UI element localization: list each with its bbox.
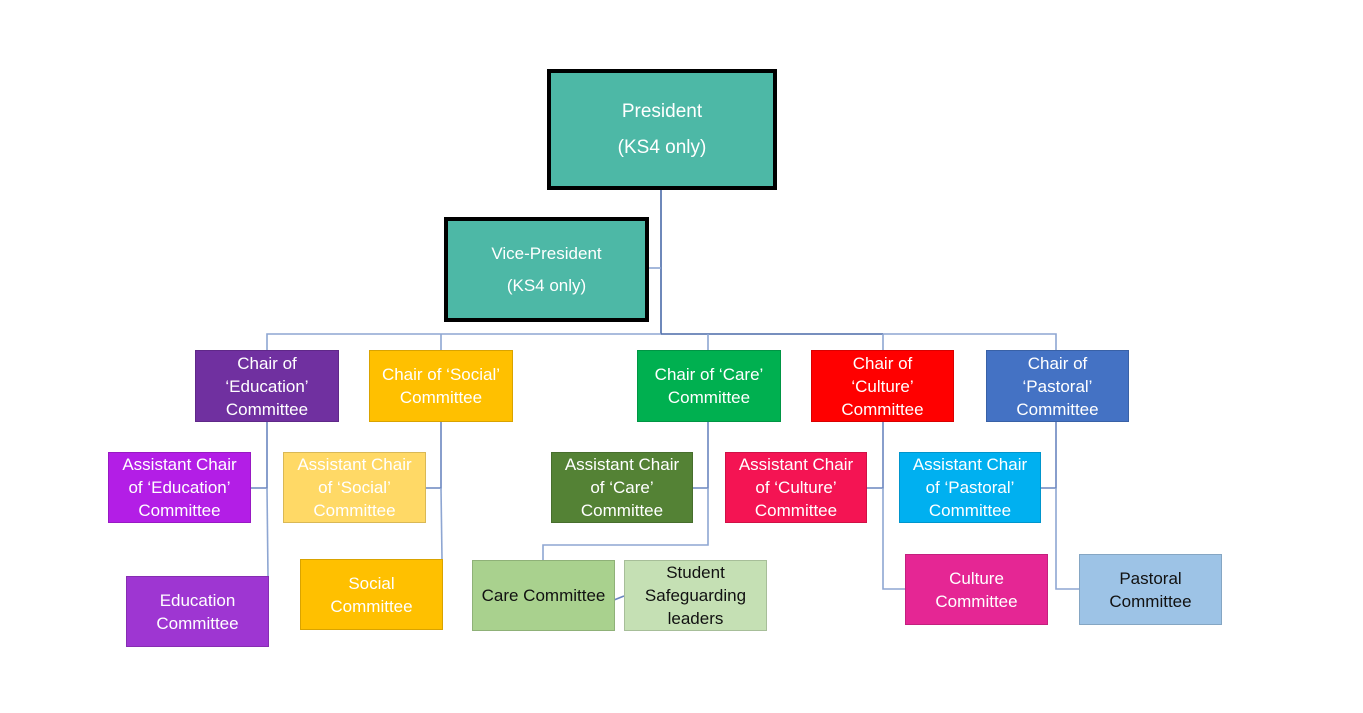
connector-pastoral-committee xyxy=(1055,488,1079,590)
node-chair-care: Chair of ‘Care’ Committee xyxy=(637,350,781,422)
connector-safeguarding xyxy=(613,595,625,601)
connector-social-committee xyxy=(440,487,443,560)
node-assistant-pastoral: Assistant Chair of ‘Pastoral’ Committee xyxy=(899,452,1041,523)
connector-bus-pastoral xyxy=(883,333,1057,350)
node-chair-education: Chair of ‘Education’ Committee xyxy=(195,350,339,422)
node-president: President (KS4 only) xyxy=(547,69,777,190)
connector-education-committee xyxy=(266,487,269,577)
node-assistant-education: Assistant Chair of ‘Education’ Committee xyxy=(108,452,251,523)
connector-education-branch xyxy=(250,421,268,489)
node-pastoral-committee: Pastoral Committee xyxy=(1079,554,1222,625)
node-chair-social: Chair of ‘Social’ Committee xyxy=(369,350,513,422)
node-vice-president: Vice-President (KS4 only) xyxy=(444,217,649,322)
node-care-committee: Care Committee xyxy=(472,560,615,631)
connector-pastoral-branch xyxy=(1040,421,1057,489)
connector-bus-left xyxy=(266,333,661,350)
connector-culture-branch xyxy=(866,421,884,489)
connector-social-branch xyxy=(425,421,442,489)
node-assistant-social: Assistant Chair of ‘Social’ Committee xyxy=(283,452,426,523)
node-chair-culture: Chair of ‘Culture’ Committee xyxy=(811,350,954,422)
node-culture-committee: Culture Committee xyxy=(905,554,1048,625)
node-chair-pastoral: Chair of ‘Pastoral’ Committee xyxy=(986,350,1129,422)
node-student-safeguarding-leaders: Student Safeguarding leaders xyxy=(624,560,767,631)
connector-care-branch xyxy=(692,421,709,489)
node-education-committee: Education Committee xyxy=(126,576,269,647)
connector-care-committee xyxy=(542,488,709,560)
node-social-committee: Social Committee xyxy=(300,559,443,630)
connector-culture-committee xyxy=(882,488,905,590)
node-assistant-care: Assistant Chair of ‘Care’ Committee xyxy=(551,452,693,523)
node-assistant-culture: Assistant Chair of ‘Culture’ Committee xyxy=(725,452,867,523)
